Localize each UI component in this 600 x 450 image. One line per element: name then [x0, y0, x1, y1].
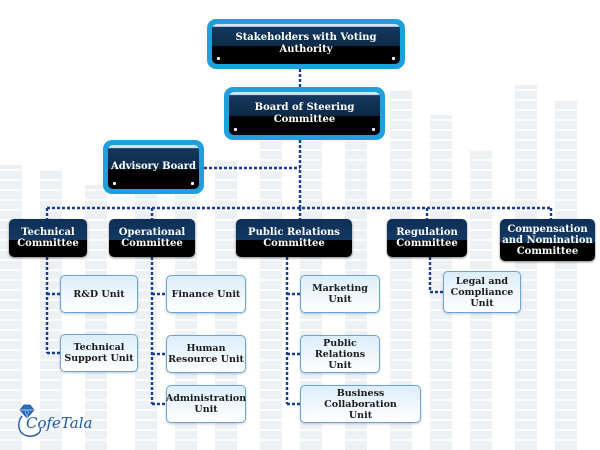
logo-diamond-icon — [18, 404, 42, 437]
advisory-label: Advisory Board — [110, 161, 197, 172]
advisory-box: Advisory Board — [108, 145, 199, 189]
unit-finance: Finance Unit — [166, 275, 246, 313]
background-bar — [430, 115, 452, 450]
stakeholders-box: Stakeholders with Voting Authority — [212, 24, 400, 64]
stakeholders-label: Stakeholders with Voting Authority — [235, 32, 377, 55]
stakeholders-node: Stakeholders with Voting Authority — [207, 19, 405, 69]
unit-label: Marketing Unit — [312, 283, 368, 305]
unit-label: R&D Unit — [73, 288, 125, 300]
background-bar — [515, 85, 537, 450]
unit-label: Finance Unit — [171, 288, 241, 300]
background-bar — [555, 100, 577, 450]
unit-rnd: R&D Unit — [60, 275, 138, 313]
logo-text: CofeTala — [26, 414, 93, 432]
background-bar — [85, 185, 107, 450]
advisory-node: Advisory Board — [103, 140, 204, 194]
unit-marketing: Marketing Unit — [300, 275, 380, 313]
